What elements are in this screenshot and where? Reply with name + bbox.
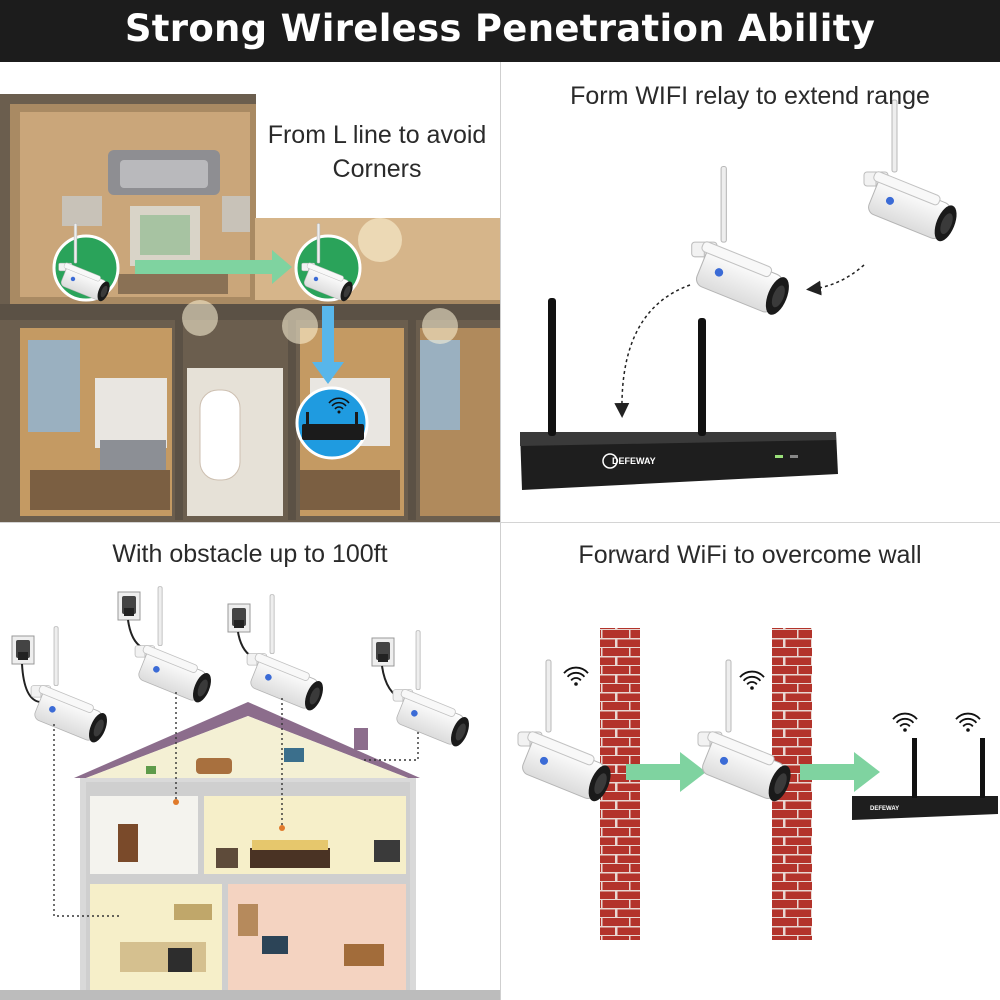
caption-top-left: From L line to avoid Corners: [267, 121, 487, 183]
title-banner: [0, 0, 1000, 62]
caption-bottom-left: With obstacle up to 100ft: [112, 540, 388, 568]
caption-bottom-right: Forward WiFi to overcome wall: [578, 541, 922, 569]
banner-title: Strong Wireless Penetration Ability: [124, 7, 876, 50]
caption-top-right: Form WIFI relay to extend range: [570, 82, 930, 110]
nvr-brand-label: DEFEWAY: [612, 456, 656, 466]
vertical-divider: [500, 62, 501, 1000]
caption-box: [256, 94, 500, 218]
horizontal-divider: [0, 522, 1000, 523]
house-illustration: [0, 586, 500, 1000]
nvr-brand-label-small: DEFEWAY: [870, 806, 899, 812]
wall-forwarding-illustration: [514, 628, 998, 940]
relay-illustration: [520, 99, 964, 490]
